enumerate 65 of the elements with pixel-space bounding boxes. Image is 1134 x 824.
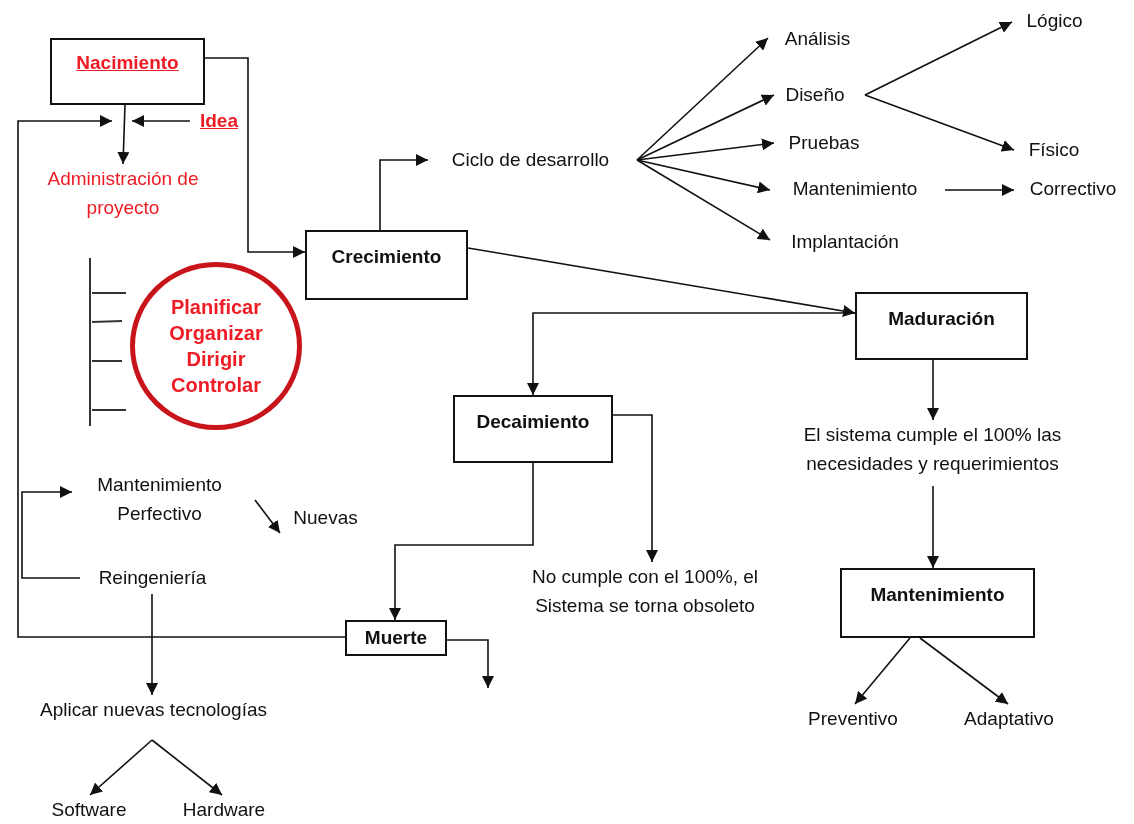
step-label: Análisis: [770, 24, 865, 54]
arrow: [446, 639, 494, 689]
step-label: No cumple con el 100%, el Sistema se torna obsoleto: [500, 562, 790, 628]
step-label: El sistema cumple el 100% las necesidades y requerimientos: [765, 420, 1100, 486]
step-label: Mantenimiento: [770, 174, 940, 204]
arrow: [636, 159, 771, 241]
step-label: Aplicar nuevas tecnologías: [6, 695, 301, 725]
arrow: [467, 247, 856, 317]
arrow: [864, 94, 1015, 152]
arrow: [636, 159, 771, 194]
arrow: [389, 462, 534, 621]
step-label: Físico: [1014, 135, 1094, 165]
arrow: [636, 138, 775, 161]
step-label: Nuevas: [283, 503, 368, 533]
stage-box: [453, 395, 613, 463]
stage-box: [840, 568, 1035, 638]
stage-box: [50, 38, 205, 105]
stage-title: Mantenimiento: [870, 583, 1005, 607]
arrow: [612, 414, 658, 563]
stage-box: [305, 230, 468, 300]
stage-title: Nacimiento: [76, 51, 179, 75]
arrow: [927, 359, 939, 421]
function-label: Planificar: [170, 296, 261, 318]
arrow: [927, 485, 939, 569]
step-label: Diseño: [774, 80, 856, 110]
arrow: [854, 637, 911, 705]
arrow: [919, 637, 1009, 705]
step-label: Hardware: [168, 795, 280, 824]
arrow: [944, 184, 1015, 196]
function-circle: [130, 262, 302, 430]
step-label: Mantenimiento Perfectivo: [72, 470, 247, 532]
step-label: Implantación: [770, 227, 920, 257]
arrow: [864, 21, 1013, 96]
step-label: Reingeniería: [80, 563, 225, 593]
arrow: [254, 499, 281, 534]
step-label: Pruebas: [774, 128, 874, 158]
stage-box: [855, 292, 1028, 360]
step-label: Lógico: [1012, 6, 1097, 36]
arrow: [146, 593, 158, 696]
stage-title: Muerte: [364, 626, 428, 651]
arrow: [117, 104, 130, 165]
step-label: Software: [34, 795, 144, 824]
stage-title: Crecimiento: [331, 245, 442, 269]
arrow: [131, 115, 191, 127]
step-label: Idea: [190, 106, 248, 136]
step-label: Administración de proyecto: [18, 164, 228, 228]
function-label: Organizar: [169, 322, 263, 344]
stage-title: Decaimiento: [476, 410, 590, 434]
arrow: [636, 37, 769, 161]
arrow: [151, 739, 223, 796]
stage-title: Maduración: [888, 307, 995, 331]
arrow: [17, 115, 346, 638]
function-label: Controlar: [171, 374, 261, 396]
arrow: [21, 486, 81, 579]
step-label: Adaptativo: [948, 704, 1070, 734]
arrow: [527, 312, 856, 396]
stage-box: [345, 620, 447, 656]
arrow: [204, 57, 306, 258]
arrow: [89, 739, 153, 796]
arrow: [636, 94, 775, 161]
function-label: Dirigir: [186, 348, 246, 370]
step-label: Preventivo: [792, 704, 914, 734]
step-label: Correctivo: [1014, 174, 1132, 204]
step-label: Ciclo de desarrollo: [428, 145, 633, 175]
arrow: [379, 154, 429, 231]
